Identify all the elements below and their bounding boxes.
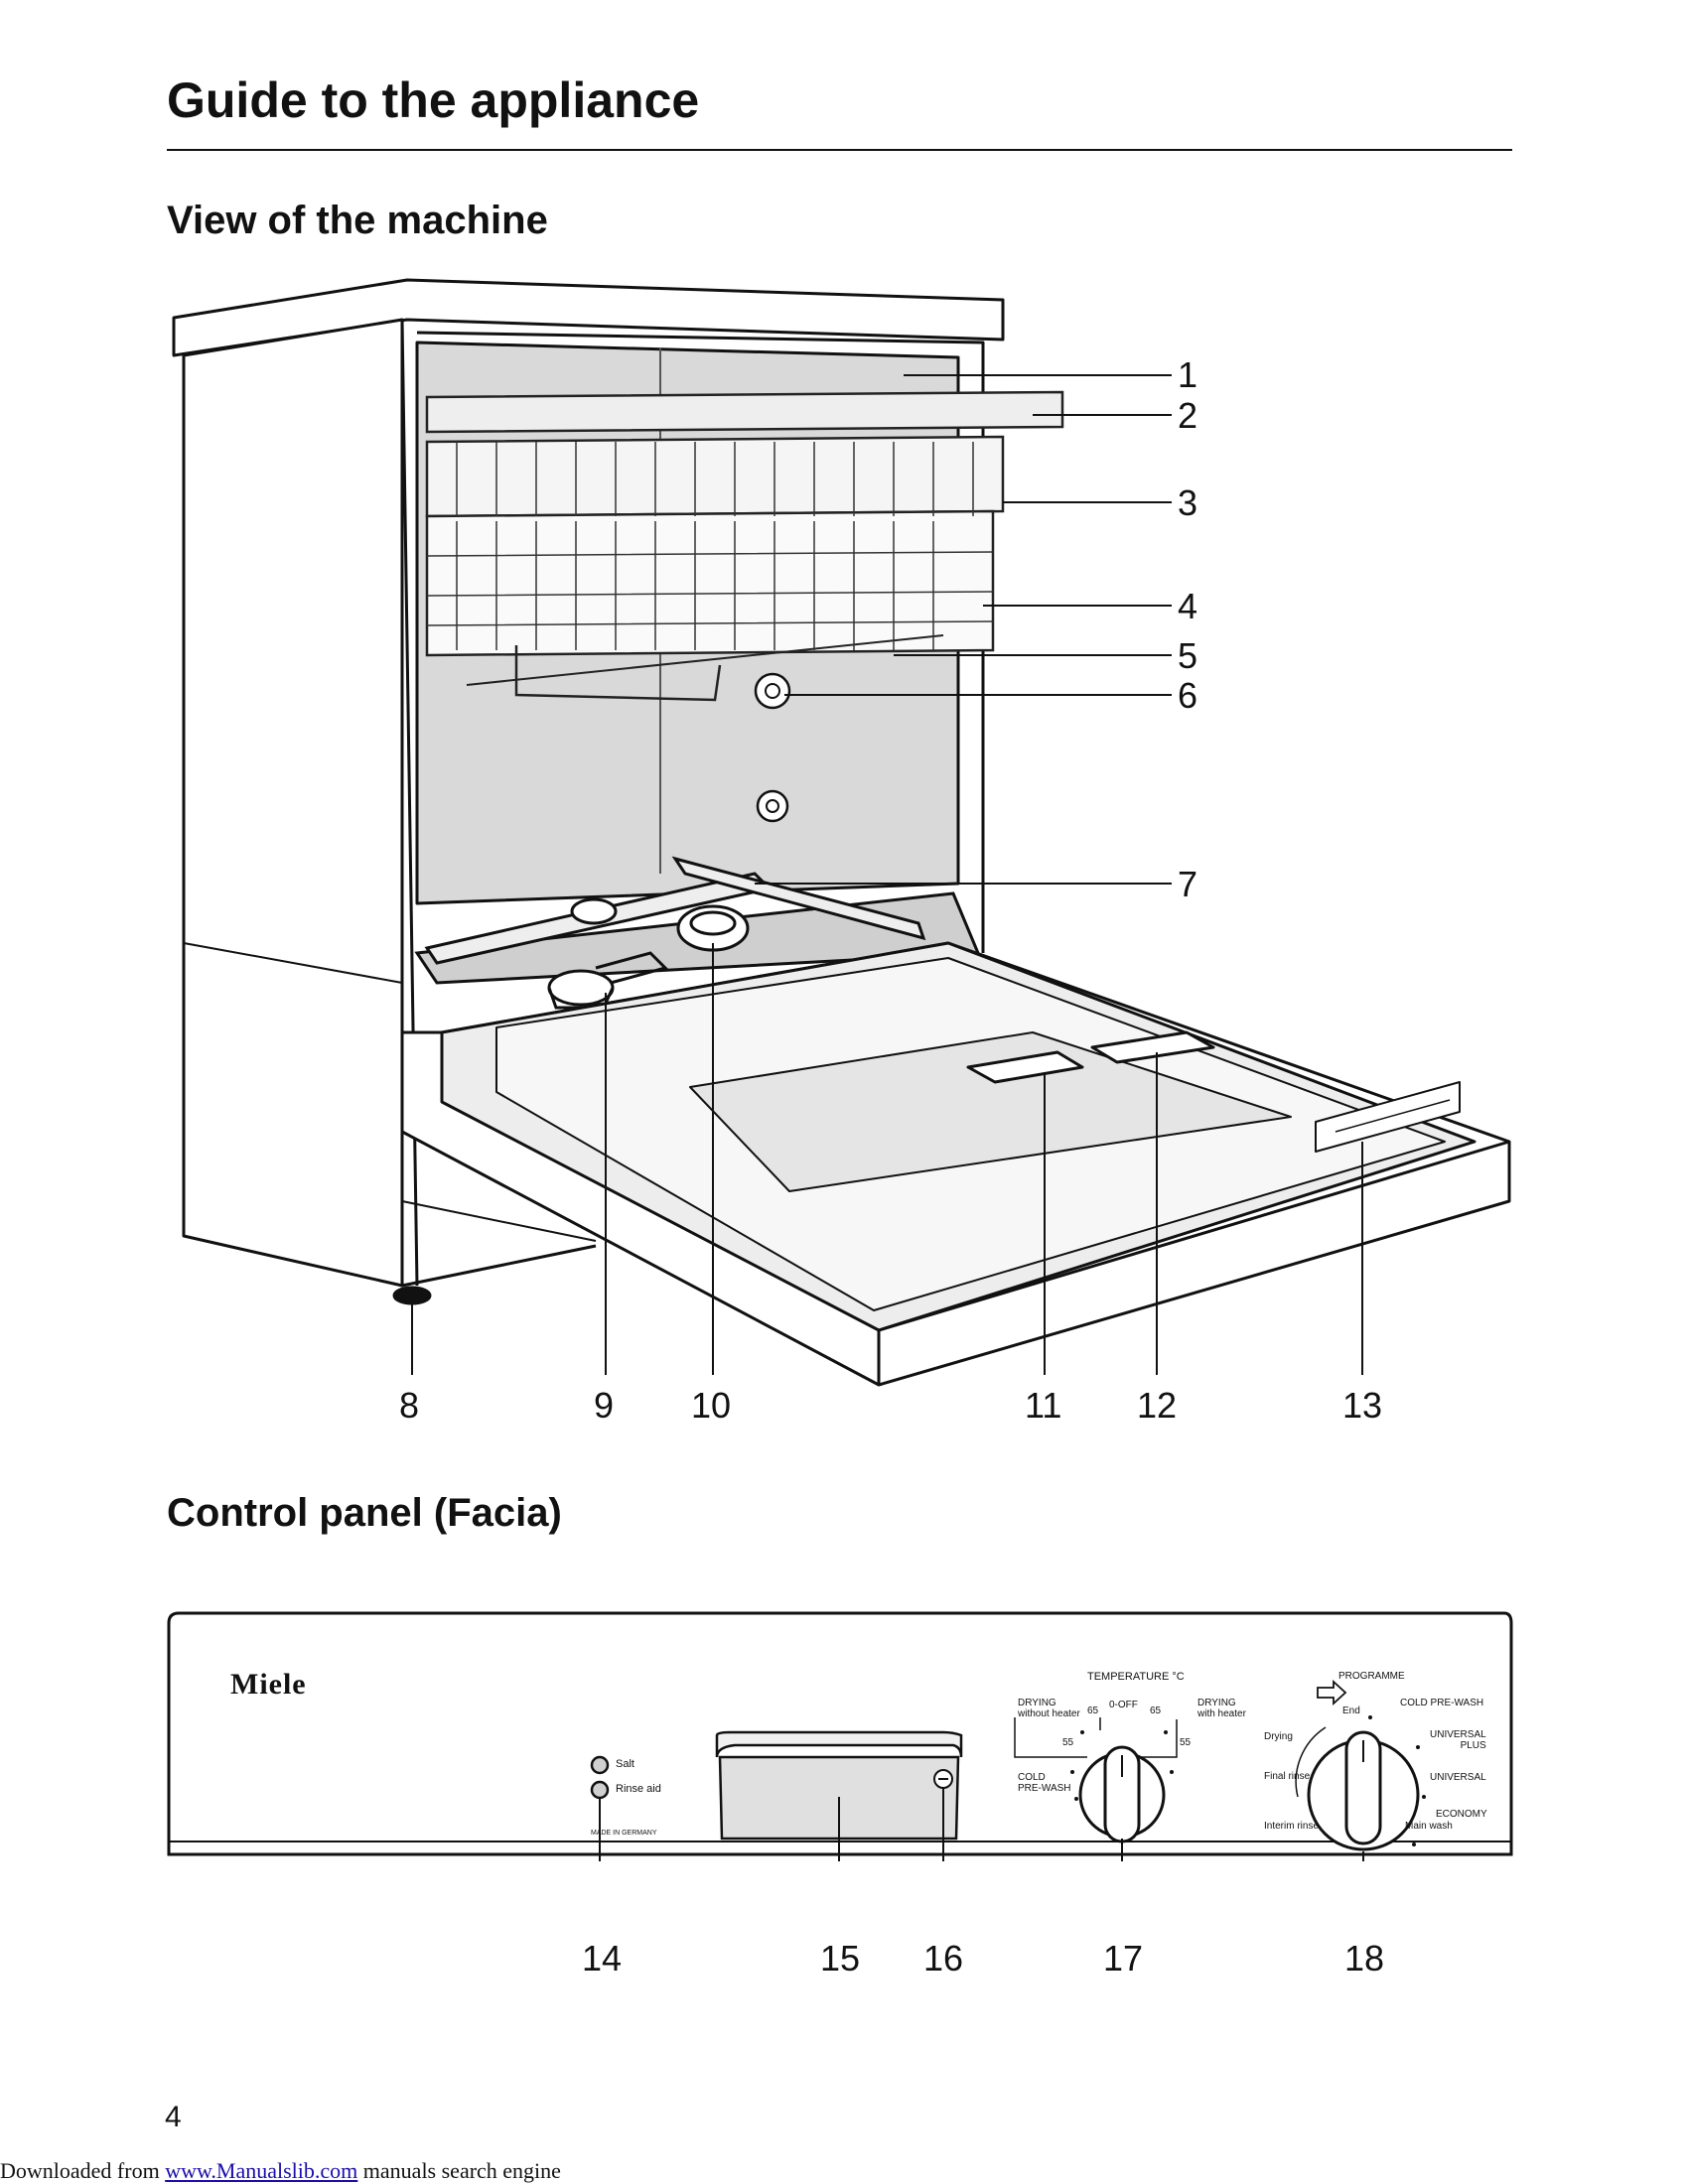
page-number: 4 xyxy=(165,2101,182,2133)
callout-8: 8 xyxy=(399,1385,420,1426)
temp-drying-with-heater-line1: DRYING xyxy=(1197,1698,1236,1708)
programme-universal-plus-line2: PLUS xyxy=(1460,1740,1486,1751)
callout-17: 17 xyxy=(1103,1938,1144,1979)
programme-universal-plus: UNIVERSAL PLUS xyxy=(1430,1729,1486,1751)
programme-drying: Drying xyxy=(1264,1731,1293,1742)
callout-1: 1 xyxy=(1178,354,1198,395)
download-footer: Downloaded from www.Manualslib.com manua… xyxy=(0,2158,561,2184)
indicator-rinse-aid-label: Rinse aid xyxy=(616,1783,661,1795)
temperature-title: TEMPERATURE °C xyxy=(1087,1671,1185,1683)
temp-drying-without-heater: DRYING without heater xyxy=(1018,1698,1080,1719)
page-title: Guide to the appliance xyxy=(167,72,700,128)
callout-4: 4 xyxy=(1178,586,1198,626)
programme-universal-plus-line1: UNIVERSAL xyxy=(1430,1729,1486,1740)
temp-off: 0-OFF xyxy=(1109,1700,1138,1710)
indicator-salt-label: Salt xyxy=(616,1758,634,1770)
temp-cold-prewash: COLD PRE-WASH xyxy=(1018,1772,1071,1794)
callout-14: 14 xyxy=(582,1938,623,1979)
temp-drying-without-heater-line2: without heater xyxy=(1018,1708,1080,1719)
callout-9: 9 xyxy=(594,1385,615,1426)
programme-interim-rinse: Interim rinse xyxy=(1264,1821,1320,1832)
section-heading-machine: View of the machine xyxy=(167,199,548,242)
section-heading-panel: Control panel (Facia) xyxy=(167,1491,562,1535)
temp-drying-without-heater-line1: DRYING xyxy=(1018,1698,1056,1708)
programme-final-rinse: Final rinse xyxy=(1264,1771,1311,1782)
footer-suffix: manuals search engine xyxy=(357,2158,561,2183)
callout-5: 5 xyxy=(1178,635,1198,676)
brand-logo: Miele xyxy=(230,1668,307,1701)
temp-65-left: 65 xyxy=(1087,1706,1099,1716)
temp-55-left: 55 xyxy=(1062,1737,1074,1748)
callout-3: 3 xyxy=(1178,482,1198,523)
programme-universal: UNIVERSAL xyxy=(1430,1772,1486,1783)
made-in-label: MADE IN GERMANY xyxy=(591,1830,657,1837)
programme-end: End xyxy=(1342,1706,1360,1716)
temp-cold-line1: COLD xyxy=(1018,1772,1046,1783)
temp-55-right: 55 xyxy=(1180,1737,1192,1748)
temp-drying-with-heater-line2: with heater xyxy=(1197,1708,1246,1719)
programme-title: PROGRAMME xyxy=(1338,1671,1405,1682)
callout-7: 7 xyxy=(1178,864,1198,904)
manualslib-link[interactable]: www.Manualslib.com xyxy=(165,2158,358,2183)
programme-main-wash: Main wash xyxy=(1405,1821,1453,1832)
callout-10: 10 xyxy=(691,1385,732,1426)
dishwasher-illustration xyxy=(172,278,1511,1387)
temp-drying-with-heater: DRYING with heater xyxy=(1197,1698,1246,1719)
callout-13: 13 xyxy=(1342,1385,1383,1426)
callout-6: 6 xyxy=(1178,675,1198,716)
callout-16: 16 xyxy=(923,1938,964,1979)
temp-65-right: 65 xyxy=(1150,1706,1162,1716)
programme-cold-prewash: COLD PRE-WASH xyxy=(1400,1698,1484,1708)
callout-18: 18 xyxy=(1344,1938,1385,1979)
control-panel-illustration xyxy=(167,1611,1513,1861)
callout-11: 11 xyxy=(1025,1385,1062,1426)
footer-prefix: Downloaded from xyxy=(0,2158,166,2183)
callout-15: 15 xyxy=(820,1938,861,1979)
callout-2: 2 xyxy=(1178,395,1198,436)
temp-cold-line2: PRE-WASH xyxy=(1018,1783,1071,1794)
callout-12: 12 xyxy=(1137,1385,1178,1426)
programme-economy: ECONOMY xyxy=(1436,1809,1487,1820)
title-rule xyxy=(167,149,1512,151)
